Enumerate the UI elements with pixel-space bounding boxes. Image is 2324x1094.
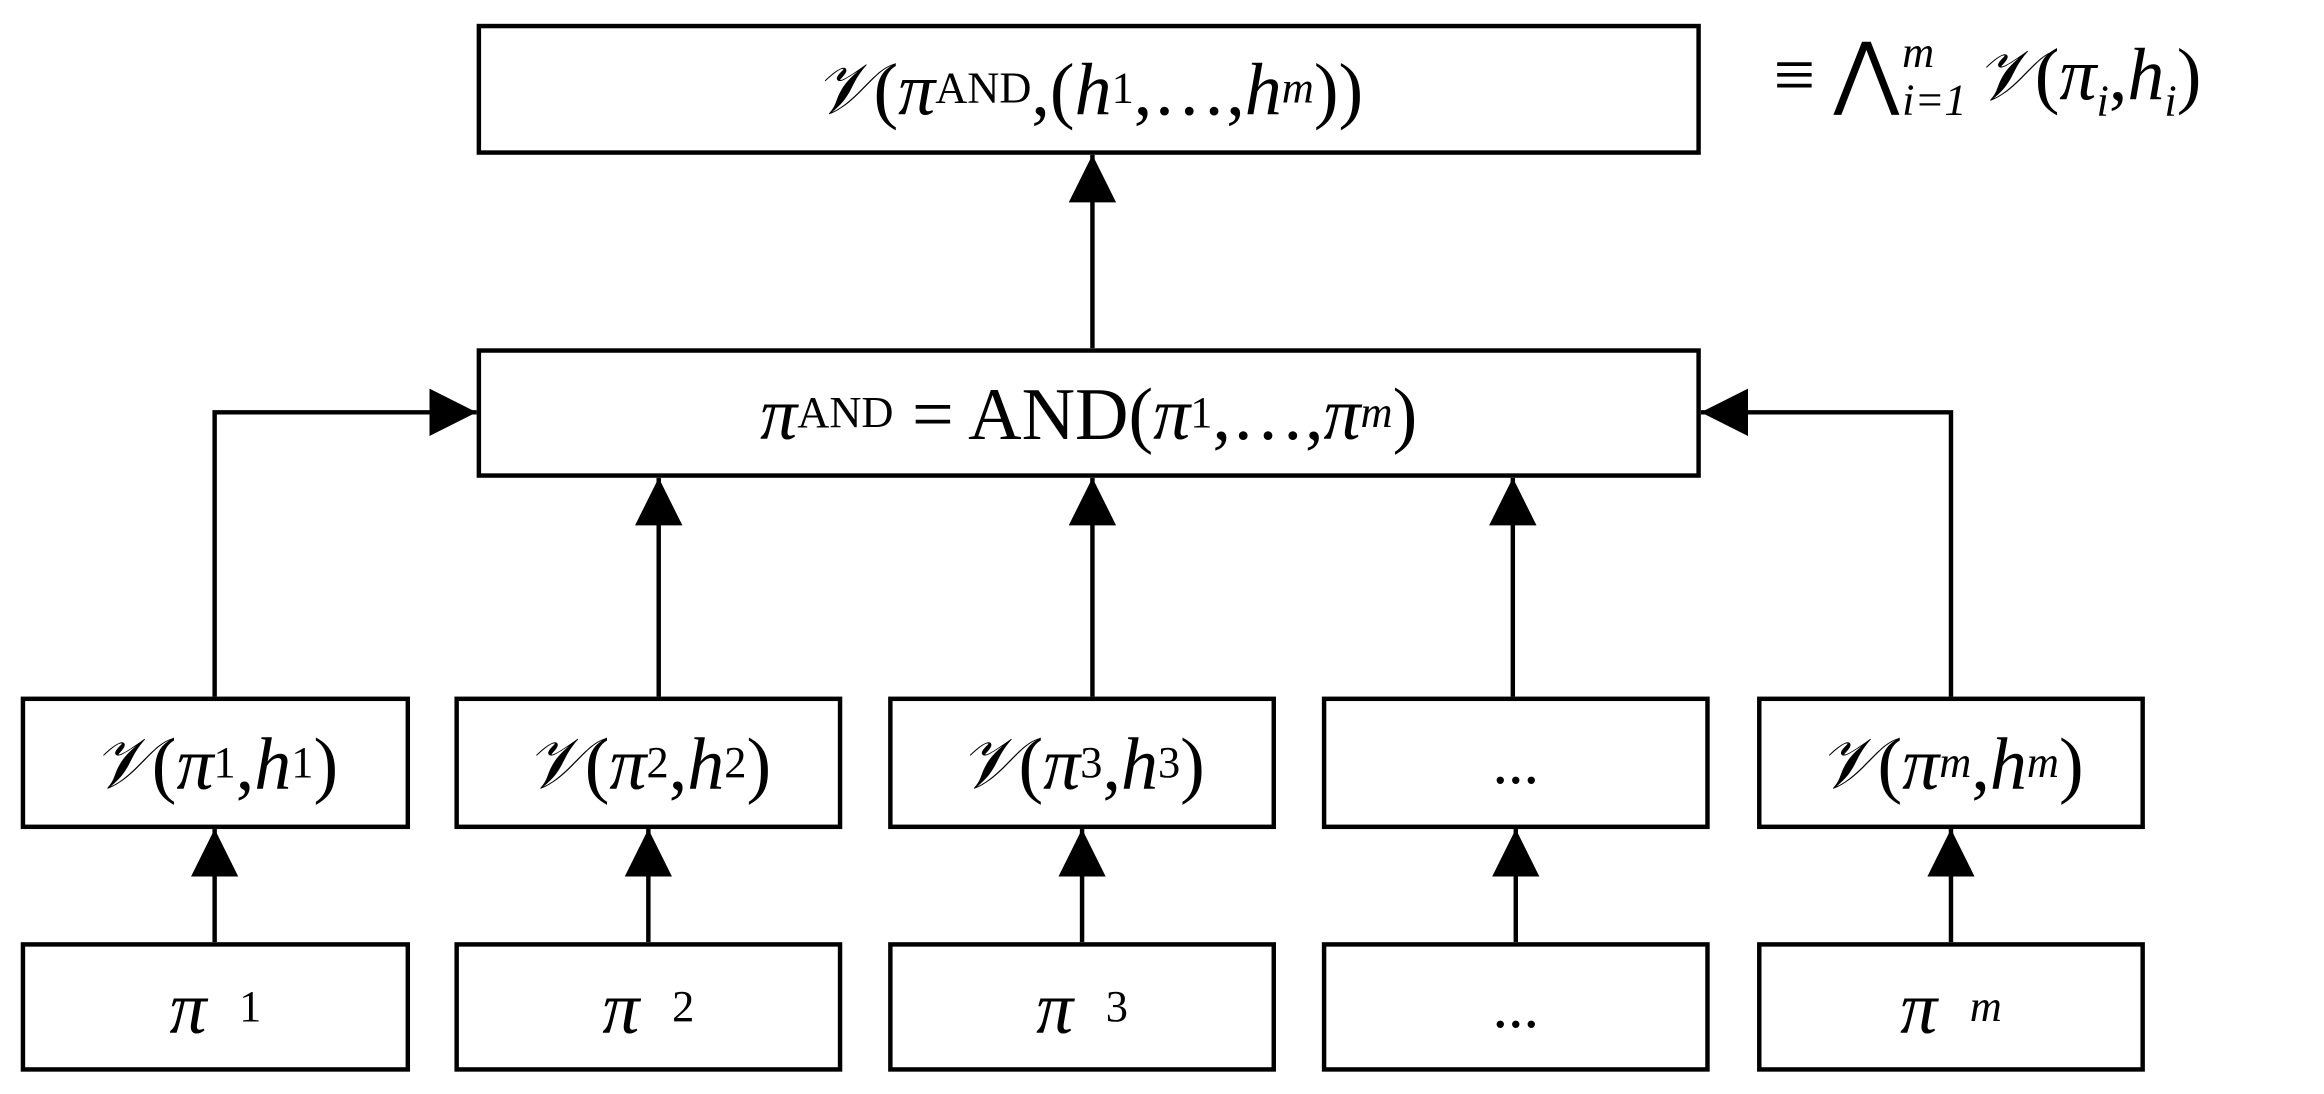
verifier-box-4: ... [1321,696,1710,830]
v-symbol: 𝒱 [814,47,874,131]
input-box-4: ... [1321,942,1710,1072]
arrow-verifier-5 [1700,388,1954,697]
big-and-symbol: ⋀ [1833,25,1900,120]
arrow-verifier-1 [212,388,477,697]
